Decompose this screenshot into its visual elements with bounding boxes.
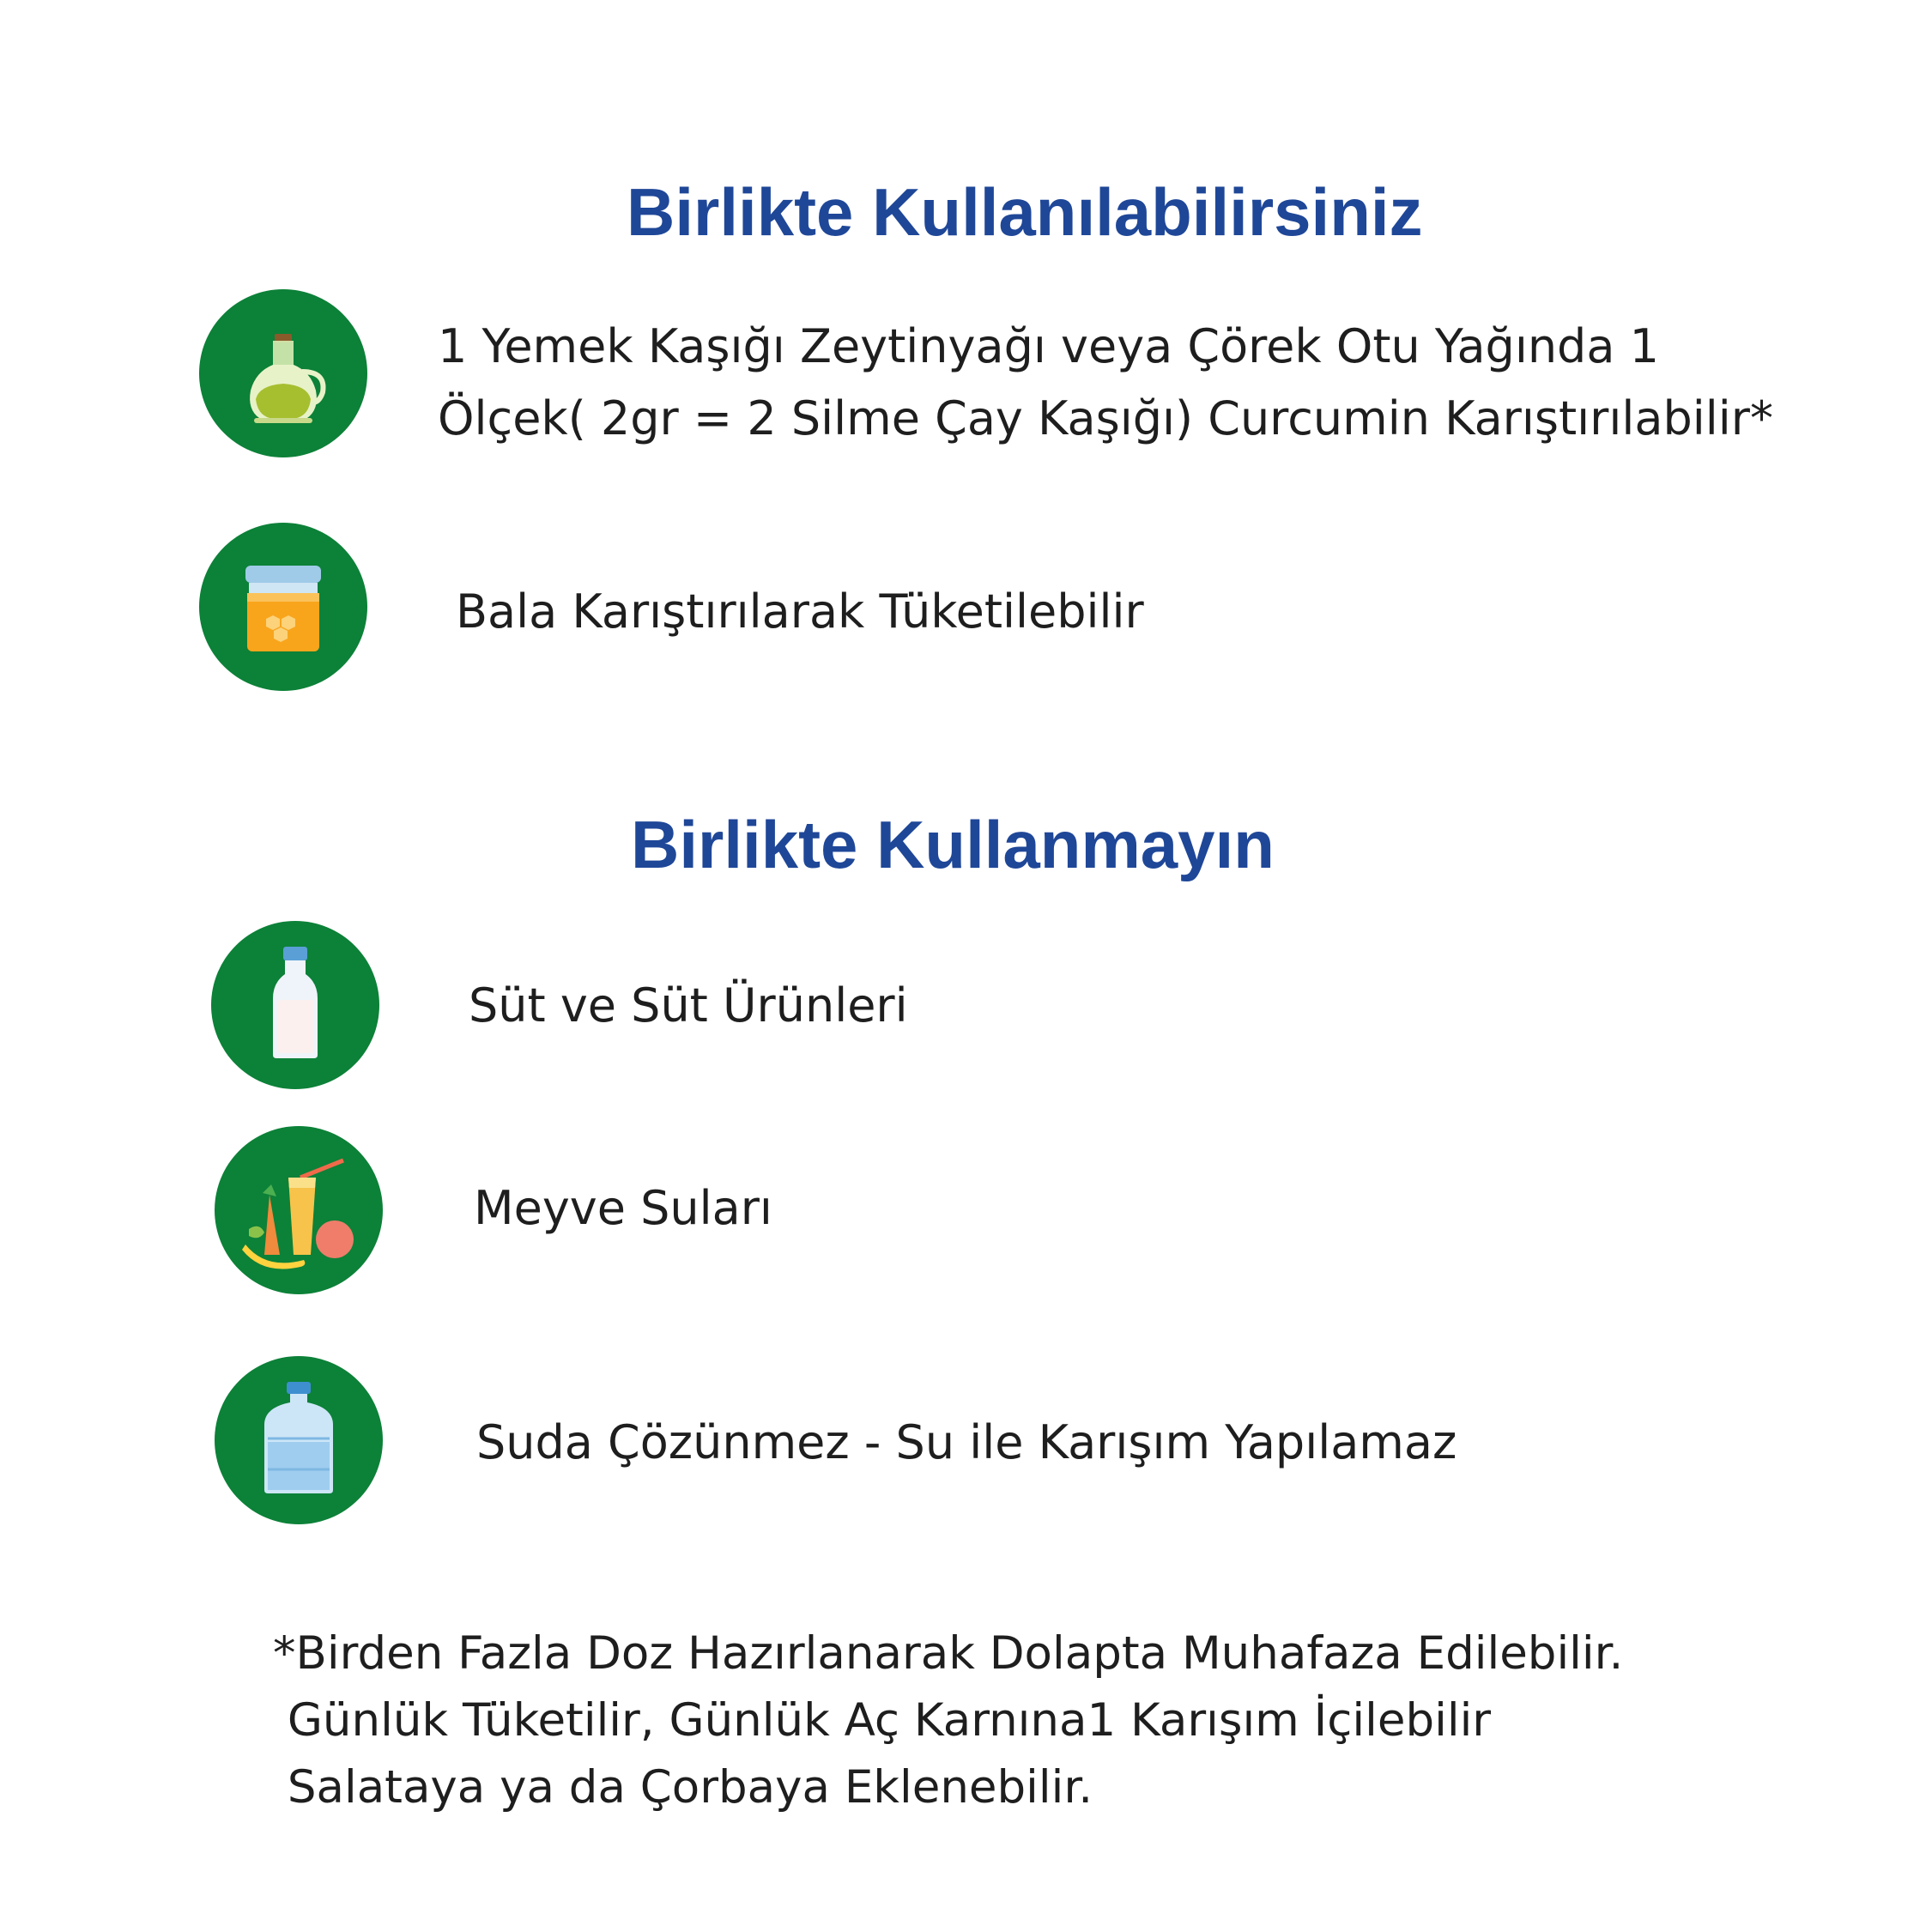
juice-icon-circle bbox=[215, 1126, 383, 1294]
footnote-line-3: Salataya ya da Çorbaya Eklenebilir. bbox=[273, 1761, 1093, 1814]
footnote: *Birden Fazla Doz Hazırlanarak Dolapta M… bbox=[273, 1620, 1623, 1821]
footnote-line-2: Günlük Tüketilir, Günlük Aç Karnına1 Kar… bbox=[273, 1694, 1492, 1747]
olive-oil-bottle-icon bbox=[250, 334, 326, 423]
can-use-item-oil-line-2: Ölçek( 2gr = 2 Silme Çay Kaşığı) Curcumi… bbox=[438, 391, 1773, 445]
olive-oil-icon-circle bbox=[199, 289, 367, 457]
can-use-heading: Birlikte Kullanılabilirsiniz bbox=[627, 174, 1423, 250]
do-not-use-heading: Birlikte Kullanmayın bbox=[631, 807, 1275, 882]
can-use-item-honey: Bala Karıştırılarak Tüketilebilir bbox=[456, 584, 1144, 639]
honey-icon-circle bbox=[199, 523, 367, 691]
honey-jar-icon bbox=[245, 566, 321, 651]
water-jug-icon bbox=[264, 1382, 333, 1493]
do-not-use-item-milk: Süt ve Süt Ürünleri bbox=[469, 978, 908, 1033]
water-icon-circle bbox=[215, 1356, 383, 1524]
can-use-item-oil: 1 Yemek Kaşığı Zeytinyağı veya Çörek Otu… bbox=[438, 311, 1773, 455]
fruit-juice-icon bbox=[242, 1158, 354, 1269]
can-use-item-oil-line-1: 1 Yemek Kaşığı Zeytinyağı veya Çörek Otu… bbox=[438, 319, 1659, 373]
do-not-use-item-juice: Meyve Suları bbox=[474, 1181, 772, 1235]
footnote-line-1: *Birden Fazla Doz Hazırlanarak Dolapta M… bbox=[273, 1627, 1624, 1680]
milk-icon-circle bbox=[211, 921, 379, 1089]
milk-bottle-icon bbox=[273, 947, 318, 1058]
do-not-use-item-water: Suda Çözünmez - Su ile Karışım Yapılamaz bbox=[476, 1415, 1457, 1469]
